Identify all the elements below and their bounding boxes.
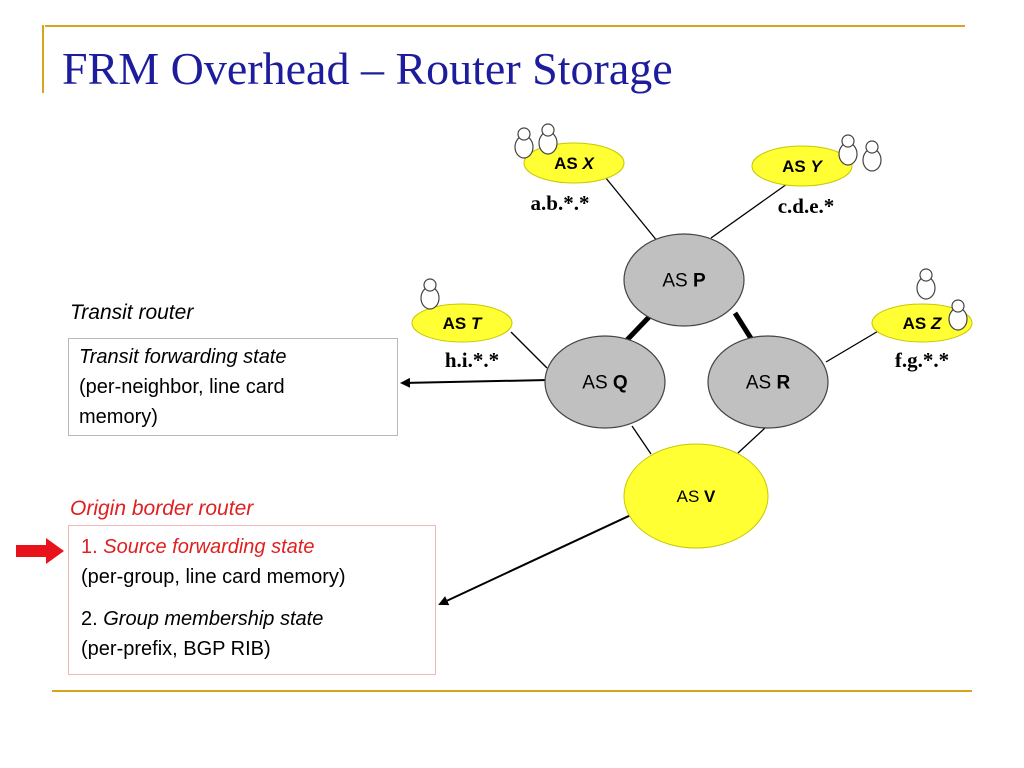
- item-1-detail: (per-group, line card memory): [81, 566, 346, 588]
- slide-title: FRM Overhead – Router Storage: [62, 43, 673, 94]
- link-z-r: [825, 329, 881, 363]
- item-2-title: Group membership state: [103, 608, 324, 630]
- left-rule: [42, 25, 44, 93]
- bottom-rule: [52, 690, 972, 692]
- as-node-t-label: AS T: [443, 314, 483, 333]
- as-node-z: AS Z: [871, 303, 973, 343]
- red-arrow-icon: [16, 538, 64, 564]
- as-node-p: AS P: [623, 233, 745, 327]
- link-p-r: [732, 311, 755, 342]
- prefix-label-z: f.g.*.*: [895, 348, 949, 372]
- as-node-x: AS X: [523, 142, 625, 184]
- prefix-label-t: h.i.*.*: [445, 348, 499, 372]
- user-icon: [514, 127, 534, 159]
- source-forwarding-item: 1. Source forwarding state: [81, 532, 423, 562]
- user-icon: [916, 268, 936, 300]
- as-node-v: AS V: [623, 443, 769, 549]
- as-node-q-shape: [544, 335, 666, 429]
- as-node-t: AS T: [411, 303, 513, 343]
- item-1-title: Source forwarding state: [103, 536, 315, 558]
- as-node-p-label: AS P: [662, 271, 706, 292]
- group-membership-item: 2. Group membership state: [81, 604, 423, 634]
- transit-state-box: Transit forwarding state (per-neighbor, …: [68, 338, 398, 436]
- as-node-t-shape: [411, 303, 513, 343]
- link-t-q: [510, 331, 548, 369]
- as-node-q-label: AS Q: [582, 373, 627, 394]
- top-rule: [45, 25, 965, 27]
- as-node-r: AS R: [707, 335, 829, 429]
- as-node-v-shape: [623, 443, 769, 549]
- transit-state-detail-1: (per-neighbor, line card: [79, 376, 285, 398]
- link-p-q: [625, 314, 652, 342]
- as-node-p-shape: [623, 233, 745, 327]
- user-icon: [862, 140, 882, 172]
- as-node-v-label: AS V: [677, 487, 716, 506]
- as-node-y-shape: [751, 145, 853, 187]
- as-node-y-label: AS Y: [782, 157, 823, 176]
- item-1-number: 1.: [81, 536, 104, 558]
- item-2-detail: (per-prefix, BGP RIB): [81, 638, 271, 660]
- transit-arrow: [400, 377, 549, 388]
- as-node-q: AS Q: [544, 335, 666, 429]
- origin-state-box: 1. Source forwarding state (per-group, l…: [68, 525, 436, 675]
- origin-router-caption: Origin border router: [70, 497, 254, 520]
- user-icon: [538, 123, 558, 155]
- as-node-y: AS Y: [751, 145, 853, 187]
- link-r-v: [737, 427, 766, 454]
- transit-state-title: Transit forwarding state: [79, 346, 287, 368]
- link-q-v: [631, 425, 652, 455]
- as-node-x-label: AS X: [554, 154, 595, 173]
- user-icon: [838, 134, 858, 166]
- link-x-p: [600, 171, 659, 243]
- as-node-r-label: AS R: [746, 373, 791, 394]
- as-node-z-label: AS Z: [903, 314, 942, 333]
- prefix-label-y: c.d.e.*: [778, 194, 835, 218]
- as-node-r-shape: [707, 335, 829, 429]
- transit-state-detail-2: memory): [79, 406, 158, 428]
- origin-arrow: [438, 506, 649, 606]
- prefix-label-x: a.b.*.*: [531, 191, 590, 215]
- user-icon: [420, 278, 440, 310]
- transit-router-caption: Transit router: [70, 301, 194, 324]
- item-2-number: 2.: [81, 608, 104, 630]
- as-node-z-shape: [871, 303, 973, 343]
- user-icon: [948, 299, 968, 331]
- link-y-p: [710, 183, 788, 239]
